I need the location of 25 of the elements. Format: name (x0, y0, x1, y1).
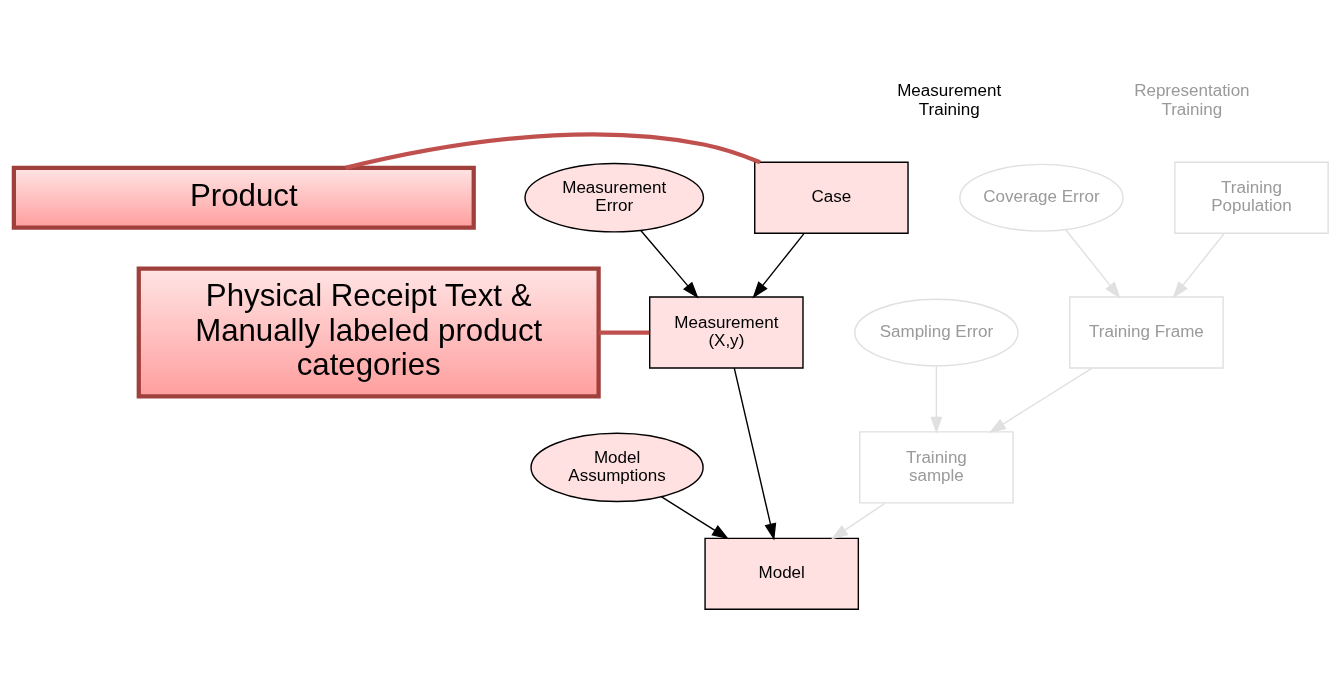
node-box: Training Frame (1069, 296, 1224, 369)
label: Measurement Training (897, 81, 1002, 119)
arrow (1172, 233, 1225, 299)
node-ellipse: Model Assumptions (530, 432, 704, 503)
node-box: Physical Receipt Text & Manually labeled product categories (136, 266, 601, 399)
node-box: Measurement (X,y) (649, 296, 804, 369)
node-box: Model (704, 537, 860, 611)
node-box: Case (754, 161, 909, 234)
node-ellipse: Measurement Error (524, 162, 705, 233)
connector (599, 330, 650, 335)
node-ellipse: Sampling Error (854, 298, 1019, 367)
arrow (988, 367, 1093, 433)
arrow (733, 367, 777, 541)
arrow (660, 496, 729, 540)
node-ellipse: Coverage Error (959, 163, 1124, 232)
node-box: Training Population (1174, 161, 1329, 234)
arrow (1065, 229, 1121, 299)
arrow (640, 229, 699, 299)
connector (344, 132, 761, 170)
arrow (830, 502, 887, 540)
node-box: Product (11, 165, 476, 230)
arrow (752, 233, 805, 299)
label: Representation Training (1134, 81, 1250, 119)
node-box: Training sample (859, 431, 1014, 504)
arrow (930, 365, 943, 434)
